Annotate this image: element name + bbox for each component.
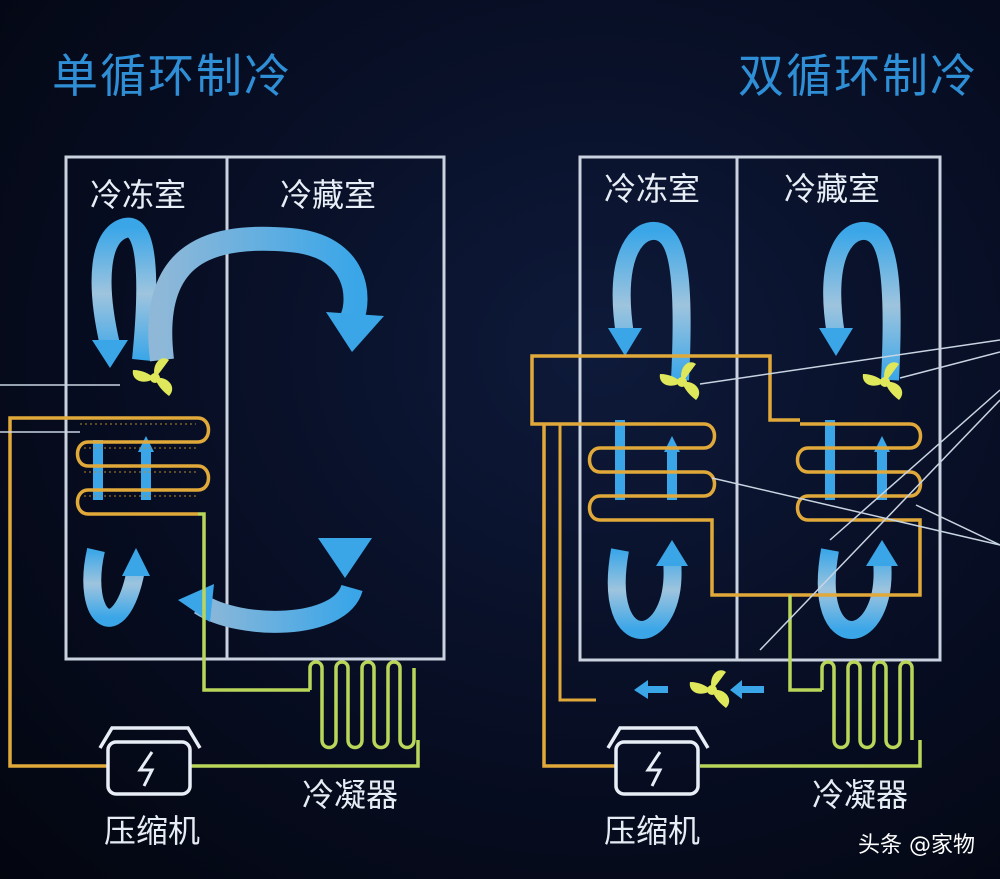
dual-compressor-label: 压缩机 — [604, 812, 700, 850]
dual-fridge-evaporator-coil — [795, 422, 923, 522]
dual-return-pipe — [704, 518, 922, 597]
dual-freezer-label: 冷冻室 — [604, 170, 700, 208]
single-airflow — [83, 217, 384, 633]
dual-freezer-evaporator-coil — [587, 422, 717, 522]
single-compressor-icon — [98, 726, 202, 796]
single-discharge-pipe — [190, 740, 420, 768]
dual-condenser-airflow — [634, 680, 764, 699]
single-fridge-label: 冷藏室 — [280, 176, 376, 214]
dual-condenser-label: 冷凝器 — [812, 776, 908, 814]
single-liquid-pipe — [198, 512, 310, 692]
dual-suction-loop — [530, 354, 800, 426]
watermark: 头条 @家物 — [858, 833, 975, 858]
dual-liquid-pipe — [788, 595, 822, 692]
single-cabinet-frame — [64, 155, 446, 661]
dual-freezer-airflow — [607, 221, 691, 639]
dual-discharge-pipe — [700, 740, 922, 768]
dual-condenser-icon — [820, 660, 914, 750]
dual-fridge-airflow — [817, 221, 901, 639]
single-fan-icon — [132, 358, 173, 396]
single-compressor-label: 压缩机 — [104, 812, 200, 850]
dual-cabinet-frame — [578, 155, 942, 662]
dual-condenser-fan-icon — [689, 670, 730, 708]
dual-cycle-title: 双循环制冷 — [738, 49, 978, 103]
single-freezer-label: 冷冻室 — [90, 176, 186, 214]
single-cycle-title: 单循环制冷 — [52, 49, 292, 103]
single-condenser-icon — [308, 660, 416, 750]
dual-pointer-lines — [699, 339, 1000, 651]
dual-fridge-label: 冷藏室 — [784, 170, 880, 208]
dual-compressor-pipe — [542, 424, 616, 768]
single-evaporator-coil — [75, 416, 211, 516]
dual-compressor-icon — [606, 726, 710, 796]
single-cycle-panel: 单循环制冷 冷冻室 冷藏室 — [0, 49, 446, 850]
single-suction-pipe — [8, 416, 108, 768]
dual-cycle-panel: 双循环制冷 冷冻室 冷藏室 — [530, 49, 1000, 850]
dual-capillary-pipe — [558, 424, 596, 702]
single-condenser-label: 冷凝器 — [302, 776, 398, 814]
